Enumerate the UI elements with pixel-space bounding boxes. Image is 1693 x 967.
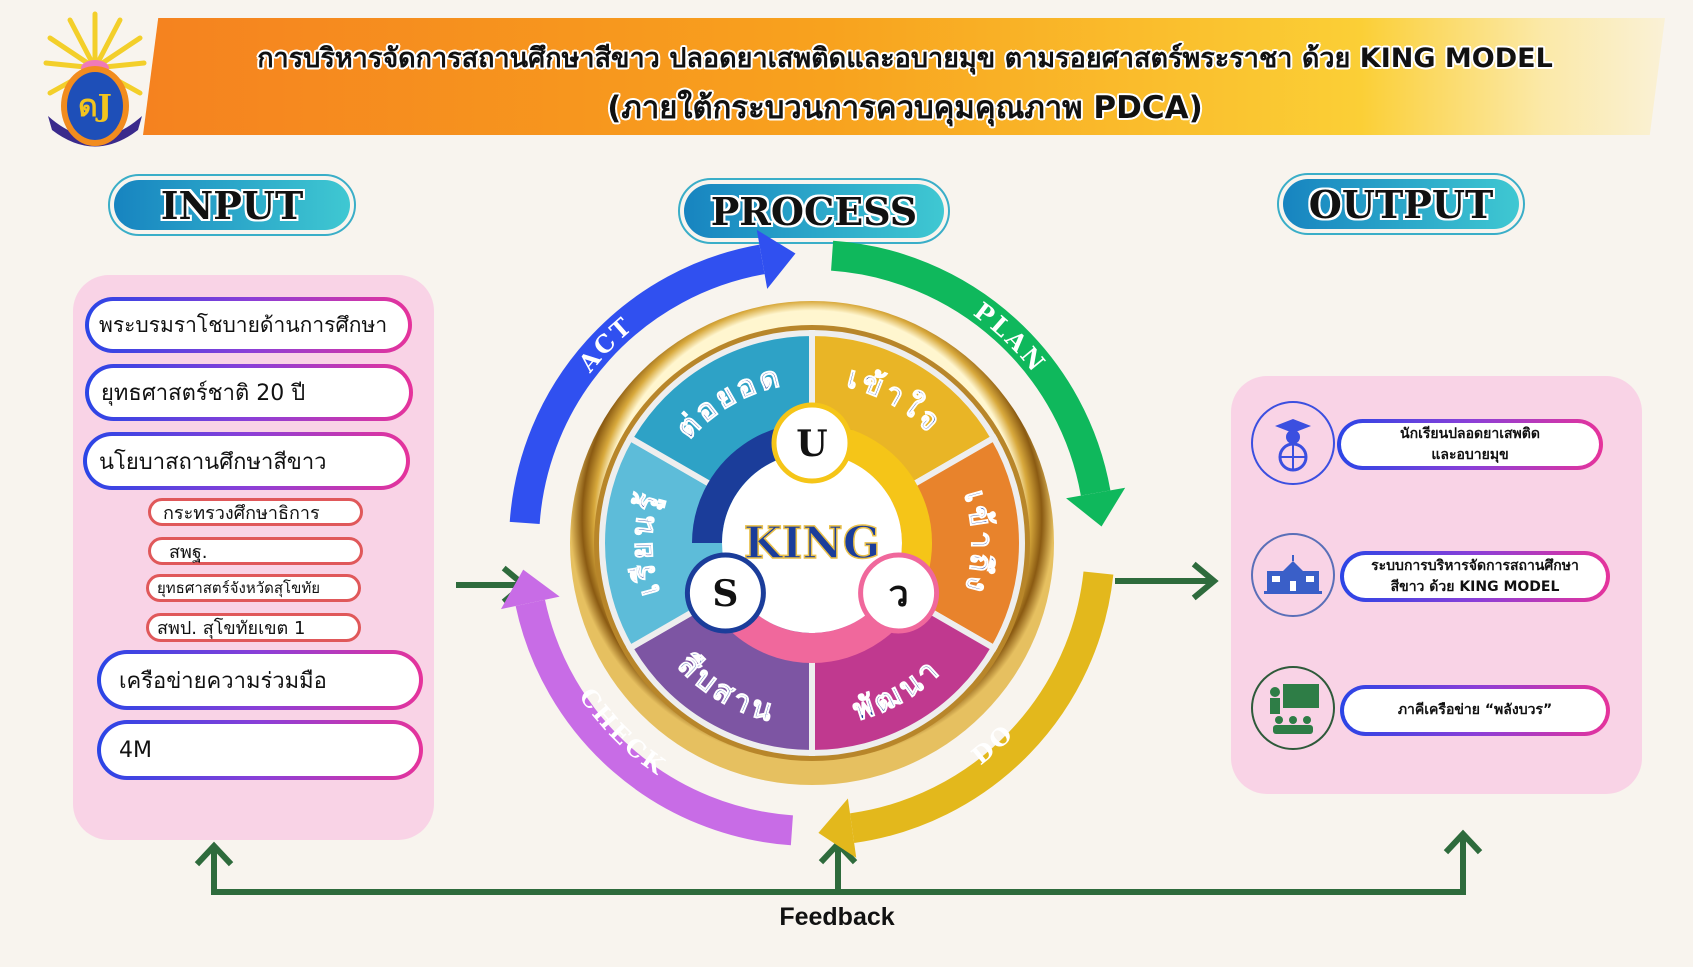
input-item: เครือข่ายความร่วมมือ xyxy=(97,650,423,710)
input-item: พระบรมราโชบายด้านการศึกษา xyxy=(85,297,412,353)
arrowhead-icon xyxy=(1066,487,1126,527)
king-node-label: U xyxy=(796,423,827,465)
king-node-label: ว xyxy=(888,573,908,615)
king-node-label: S xyxy=(712,573,738,615)
page-subtitle: (ภายใต้กระบวนการควบคุมคุณภาพ PDCA) xyxy=(607,90,1203,126)
output-item: ภาคีเครือข่าย “พลังบวร” xyxy=(1340,685,1610,736)
king-label: KING xyxy=(744,518,881,569)
output-item-line: นักเรียนปลอดยาเสพติด xyxy=(1400,425,1540,442)
input-item: นโยบาสถานศึกษาสีขาว xyxy=(83,432,410,490)
core-center xyxy=(722,453,902,633)
input-item-label: พระบรมราโชบายด้านการศึกษา xyxy=(89,301,408,349)
graduate-globe-icon xyxy=(1251,401,1335,485)
input-header-label: INPUT xyxy=(114,180,350,230)
input-sub-item: สพป. สุโขทัยเขต 1 xyxy=(146,613,361,642)
feedback-loop-arrow xyxy=(194,829,1483,895)
process-header: PROCESS xyxy=(678,178,950,244)
process-header-label: PROCESS xyxy=(684,184,944,238)
king-node: ว xyxy=(858,552,940,634)
input-item: ยุทธศาสตร์ชาติ 20 ปี xyxy=(85,364,413,421)
page-title: การบริหารจัดการสถานศึกษาสีขาว ปลอดยาเสพต… xyxy=(257,43,1553,74)
output-item: ระบบการบริหารจัดการสถานศึกษาสีขาว ด้วย K… xyxy=(1340,551,1610,602)
teacher-classroom-icon xyxy=(1251,666,1335,750)
output-item-label: ภาคีเครือข่าย “พลังบวร” xyxy=(1344,689,1606,732)
output-item: นักเรียนปลอดยาเสพติดและอบายมุข xyxy=(1337,419,1603,470)
king-node: U xyxy=(771,402,853,484)
svg-text:ดJ: ดJ xyxy=(78,89,112,124)
process-to-output-arrow xyxy=(1115,561,1219,601)
arrowhead-icon xyxy=(500,569,560,610)
output-item-line: ภาคีเครือข่าย “พลังบวร” xyxy=(1397,702,1553,718)
input-item-label: ยุทธศาสตร์ชาติ 20 ปี xyxy=(89,368,409,417)
input-header: INPUT xyxy=(108,174,356,236)
feedback-label: Feedback xyxy=(779,903,895,931)
output-item-line: สีขาว ด้วย KING MODEL xyxy=(1390,578,1560,595)
input-item-label: นโยบาสถานศึกษาสีขาว xyxy=(87,436,406,486)
input-item-label: 4M xyxy=(101,724,419,776)
input-item: 4M xyxy=(97,720,423,780)
input-sub-item: กระทรวงศึกษาธิการ xyxy=(148,498,363,526)
school-logo: ดJ xyxy=(43,11,147,147)
output-header: OUTPUT xyxy=(1277,173,1525,235)
output-item-label: ระบบการบริหารจัดการสถานศึกษาสีขาว ด้วย K… xyxy=(1344,555,1606,598)
input-sub-item: ยุทธศาสตร์จังหวัดสุโขทัย xyxy=(146,574,361,602)
school-building-icon xyxy=(1251,533,1335,617)
output-header-label: OUTPUT xyxy=(1283,179,1519,229)
output-item-line: ระบบการบริหารจัดการสถานศึกษา xyxy=(1371,557,1579,574)
cycle-label: PLAN xyxy=(969,296,1053,379)
input-sub-item: สพฐ. xyxy=(148,537,363,565)
arrowhead-icon xyxy=(818,798,857,858)
segment-label: เรียนรู้ xyxy=(625,487,669,600)
input-item-label: เครือข่ายความร่วมมือ xyxy=(101,654,419,706)
arrowhead-icon xyxy=(756,229,796,289)
title-banner xyxy=(143,18,1665,135)
output-item-line: และอบายมุข xyxy=(1431,446,1509,463)
king-node: S xyxy=(684,552,766,634)
output-item-label: นักเรียนปลอดยาเสพติดและอบายมุข xyxy=(1341,423,1599,466)
